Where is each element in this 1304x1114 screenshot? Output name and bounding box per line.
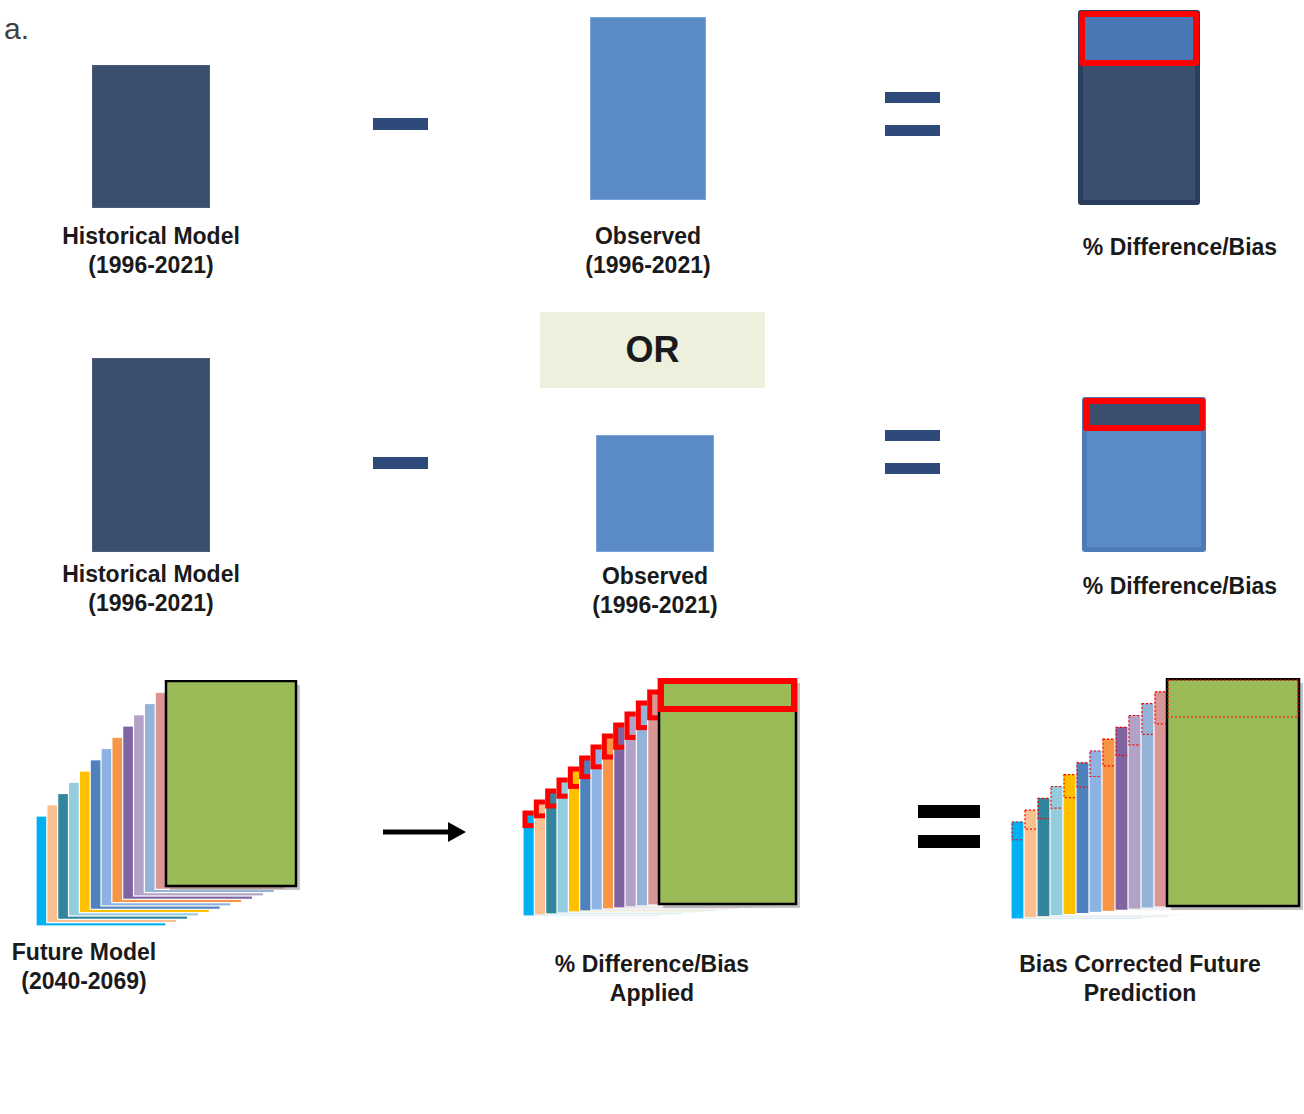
model-panel: Observed (1996-2021) [570,435,740,620]
data-box [590,17,706,200]
sheet-stack [35,680,301,931]
model-sheet [166,681,296,886]
or-text: OR [626,329,680,371]
arrow-symbol [383,830,452,835]
data-box [92,358,210,552]
model-panel: % Difference/Bias [1065,397,1295,601]
equals-sign [918,805,980,818]
arrow-symbol [448,822,466,842]
equals-sign [885,125,940,136]
panel-caption: % Difference/Bias Applied [517,950,787,1008]
minus-sign [373,457,428,469]
data-box [596,435,714,552]
panel-caption: Future Model (2040-2069) [2,938,166,996]
model-panel: % Difference/Bias Applied [517,678,795,1008]
panel-caption: Historical Model (1996-2021) [31,560,271,618]
model-panel: Historical Model (1996-2021) [31,358,271,618]
bias-box [1078,10,1200,205]
minus-sign [373,118,428,130]
panel-caption: Observed (1996-2021) [570,562,740,620]
bias-band [1083,398,1205,431]
corrected-band [1168,680,1298,717]
equals-sign [885,463,940,474]
model-sheet [659,679,796,904]
equals-sign [918,835,980,848]
or-box: OR [540,312,765,388]
bias-band [1079,11,1199,66]
panel-caption: % Difference/Bias [1065,572,1295,601]
sheet-stack [1010,678,1304,924]
model-panel: Observed (1996-2021) [563,17,733,280]
panel-caption: Observed (1996-2021) [563,222,733,280]
equals-sign [885,430,940,441]
bias-band [661,681,794,709]
data-box [92,65,210,208]
bias-box [1082,397,1206,552]
panel-caption: Bias Corrected Future Prediction [990,950,1290,1008]
equals-sign [885,92,940,103]
cut-off-text: a. [4,12,29,46]
model-panel: Bias Corrected Future Prediction [990,678,1298,1008]
model-panel: % Difference/Bias [1065,10,1295,262]
model-sheet [1167,679,1299,906]
model-panel: Historical Model (1996-2021) [31,65,271,280]
sheet-stack [522,678,801,921]
panel-caption: Historical Model (1996-2021) [31,222,271,280]
panel-caption: % Difference/Bias [1065,233,1295,262]
model-panel: Future Model (2040-2069) [2,680,295,996]
